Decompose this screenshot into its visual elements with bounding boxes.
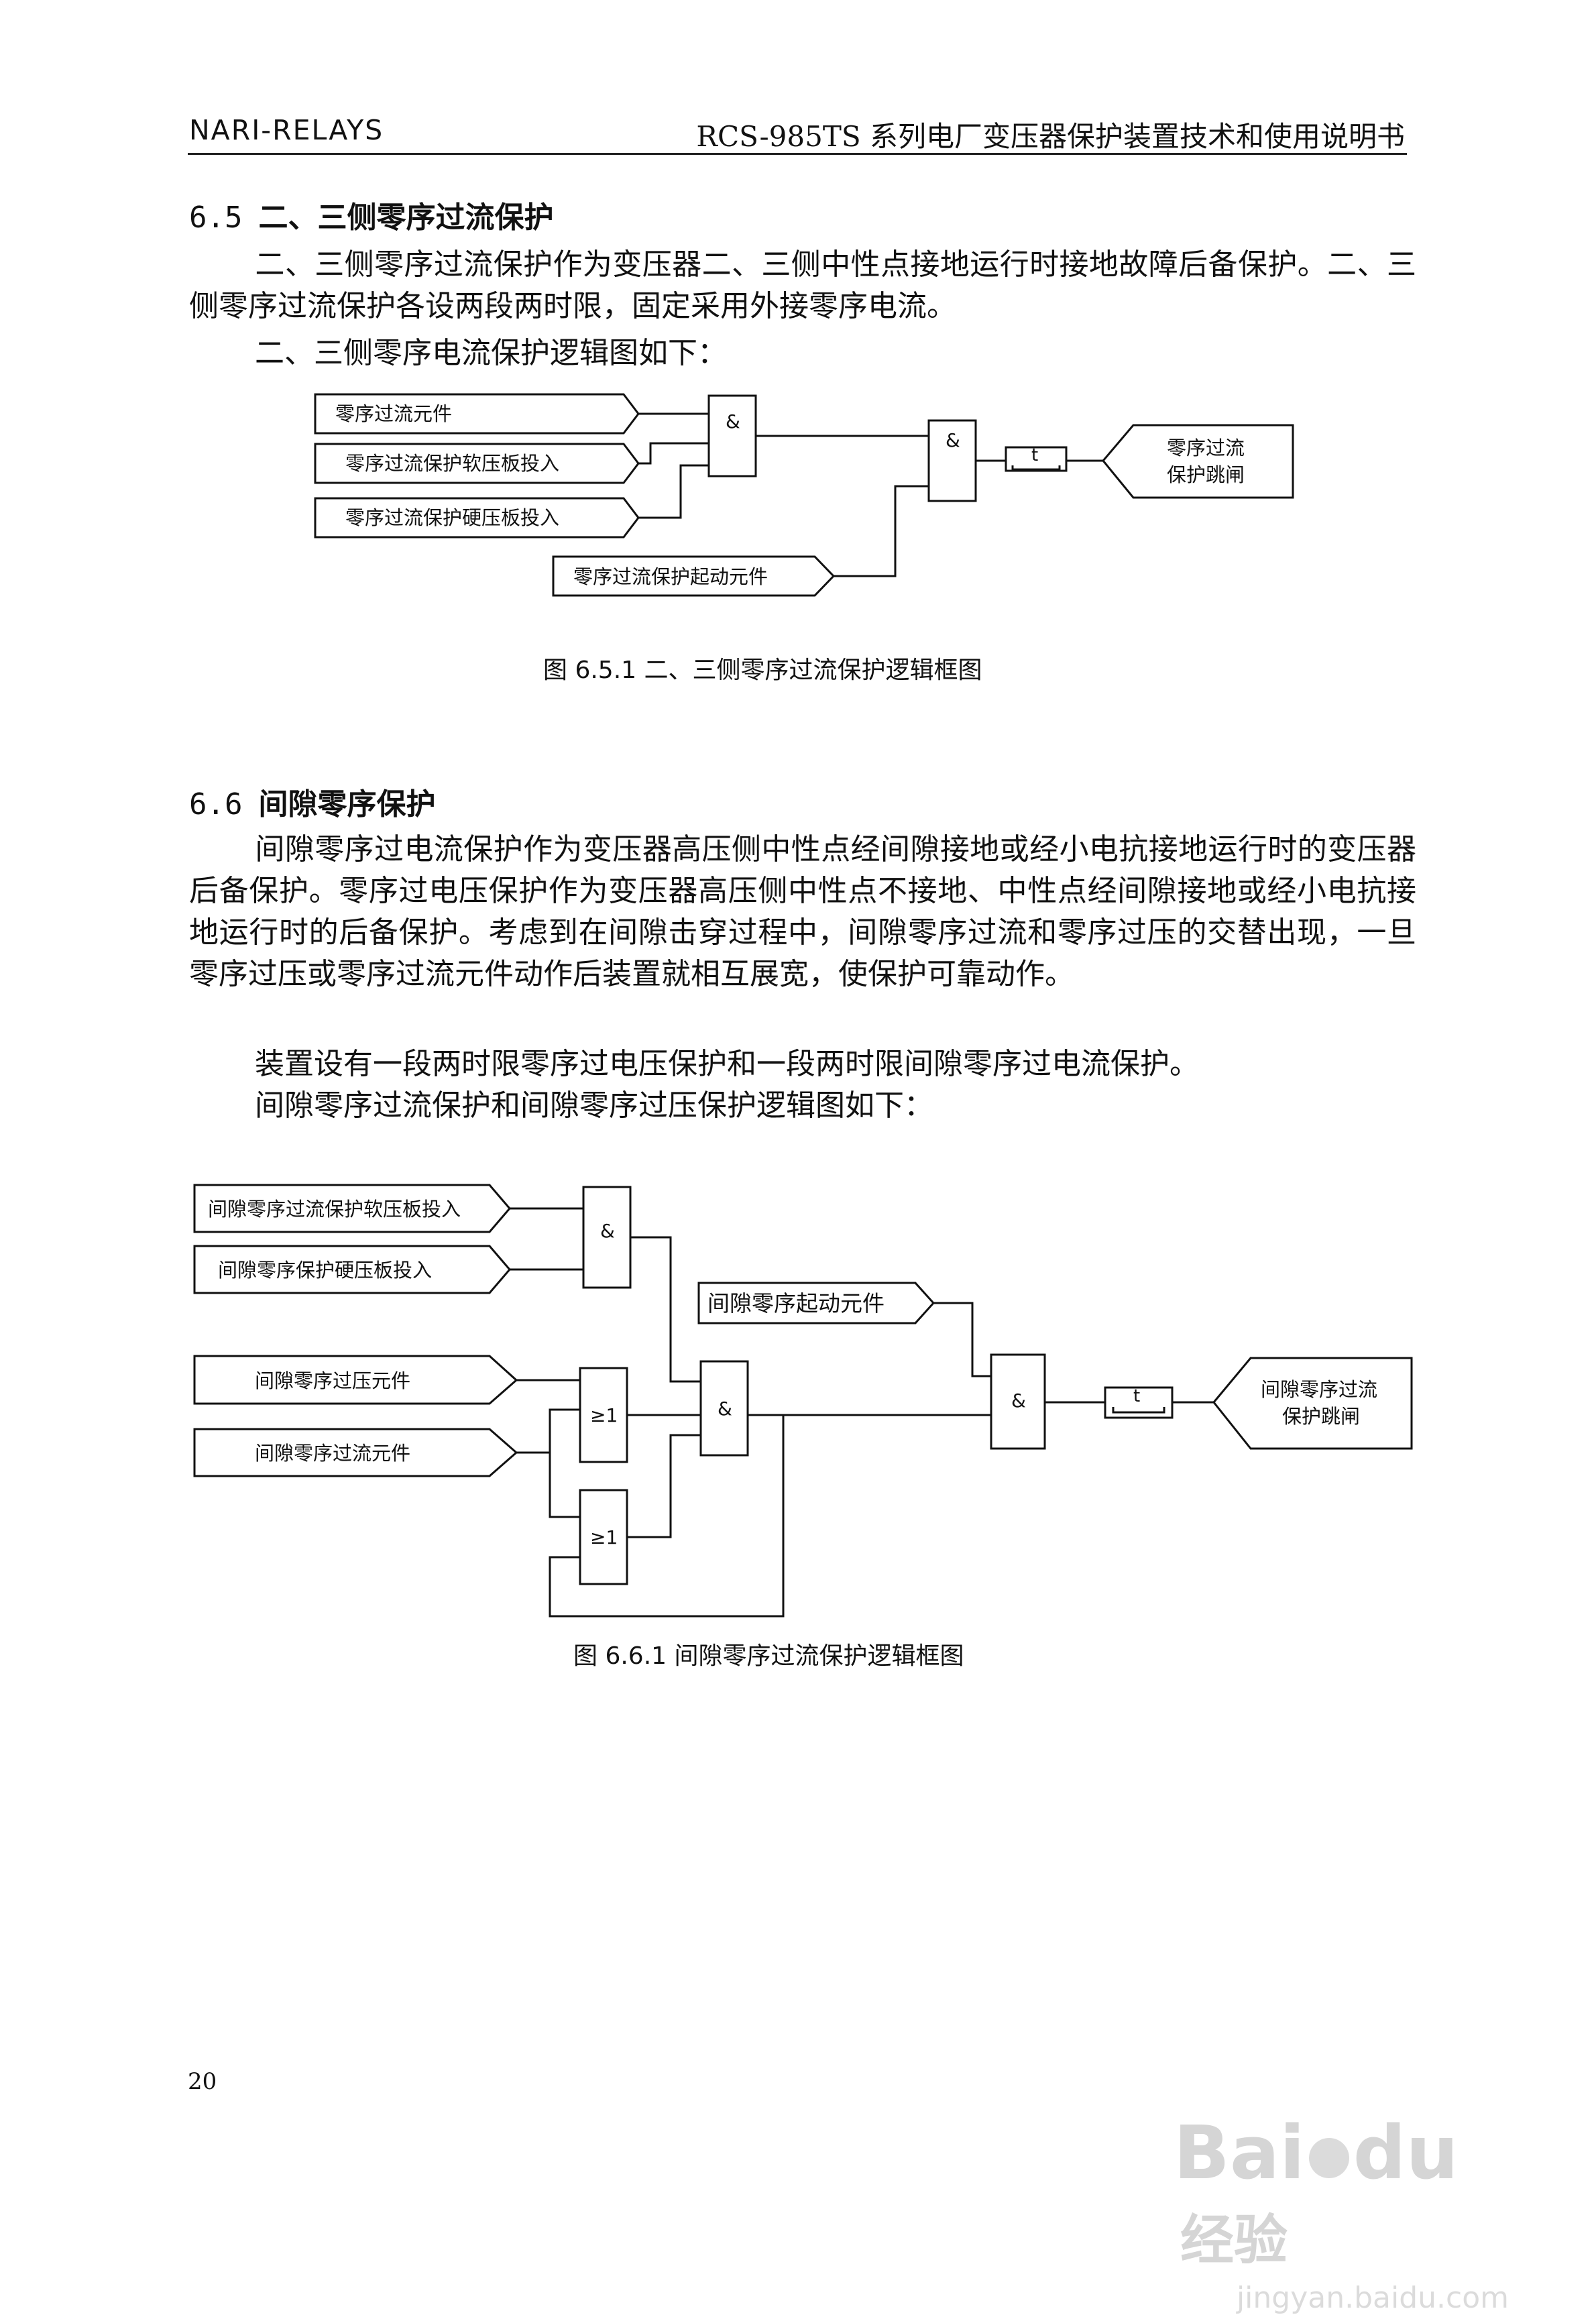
paragraph-text: 间隙零序过流保护和间隙零序过压保护逻辑图如下： <box>255 1088 933 1123</box>
watermark-brand2: du <box>1353 2110 1459 2196</box>
paragraph-text: 二、三侧零序电流保护逻辑图如下： <box>255 336 727 370</box>
gate-label: & <box>600 1220 615 1242</box>
paragraph: 间隙零序过电流保护作为变压器高压侧中性点经间隙接地或经小电抗接地运行时的变压器后… <box>189 829 1416 995</box>
page-number: 20 <box>188 2068 217 2095</box>
paragraph-text: 装置设有一段两时限零序过电压保护和一段两时限间隙零序过电流保护。 <box>255 1047 1199 1081</box>
input-label: 间隙零序起动元件 <box>707 1290 885 1316</box>
watermark-url: jingyan.baidu.com <box>1236 2281 1509 2315</box>
timer-label: t <box>1133 1386 1140 1406</box>
input-label: 间隙零序过流保护软压板投入 <box>208 1198 461 1221</box>
input-arrow-box <box>552 555 836 597</box>
input-arrow-box <box>314 497 640 539</box>
output-arrow-box <box>1212 1357 1413 1450</box>
input-label: 间隙零序过流元件 <box>255 1442 410 1465</box>
paw-icon <box>1308 2137 1349 2178</box>
timer-block <box>1005 446 1068 472</box>
input-arrow-box <box>193 1184 511 1233</box>
section-heading-6-6: 6.6 间隙零序保护 <box>189 780 435 823</box>
output-arrow-box <box>1102 424 1294 499</box>
section-title: 间隙零序保护 <box>258 787 436 822</box>
input-label: 零序过流保护硬压板投入 <box>345 506 559 529</box>
header-left-brand: NARI-RELAYS <box>189 114 384 146</box>
input-arrow-box <box>314 393 640 435</box>
paragraph-text: 二、三侧零序过流保护作为变压器二、三侧中性点接地运行时接地故障后备保护。二、三侧… <box>189 247 1416 323</box>
output-label: 间隙零序过流 <box>1261 1378 1377 1401</box>
and-gate <box>707 394 757 477</box>
gate-label: & <box>946 429 960 451</box>
output-label: 保护跳闸 <box>1282 1405 1360 1428</box>
section-number: 6.5 <box>189 201 243 235</box>
input-label: 零序过流保护软压板投入 <box>345 452 559 475</box>
paragraph: 二、三侧零序过流保护作为变压器二、三侧中性点接地运行时接地故障后备保护。二、三侧… <box>189 244 1416 327</box>
input-label: 零序过流保护起动元件 <box>573 565 768 588</box>
gate-label: & <box>1011 1390 1026 1412</box>
gate-label: & <box>718 1398 732 1420</box>
input-arrow-box <box>697 1282 935 1324</box>
section-number: 6.6 <box>189 787 243 822</box>
timer-label: t <box>1031 445 1038 465</box>
header-rule <box>188 153 1407 155</box>
input-arrow-box <box>193 1355 518 1405</box>
input-arrow-box <box>193 1245 511 1294</box>
figure-caption: 图 6.6.1 间隙零序过流保护逻辑框图 <box>573 1642 964 1670</box>
input-arrow-box <box>193 1428 518 1477</box>
paragraph-text: 间隙零序过电流保护作为变压器高压侧中性点经间隙接地或经小电抗接地运行时的变压器后… <box>189 832 1416 991</box>
figure-caption: 图 6.5.1 二、三侧零序过流保护逻辑框图 <box>543 657 982 684</box>
gate-label: ≥1 <box>590 1526 618 1548</box>
output-label: 零序过流 <box>1167 437 1245 459</box>
section-heading-6-5: 6.5 二、三侧零序过流保护 <box>189 193 553 236</box>
input-label: 间隙零序过压元件 <box>255 1369 410 1392</box>
gate-label: ≥1 <box>590 1404 618 1426</box>
header-document-title: RCS-985TS 系列电厂变压器保护装置技术和使用说明书 <box>696 120 1405 153</box>
watermark-suffix: 经验 <box>1180 2209 1288 2271</box>
and-gate <box>699 1360 749 1457</box>
output-label: 保护跳闸 <box>1167 463 1245 486</box>
input-arrow-box <box>314 443 640 484</box>
gate-label: & <box>726 410 740 433</box>
input-label: 间隙零序保护硬压板投入 <box>218 1259 432 1282</box>
section-title: 二、三侧零序过流保护 <box>258 201 554 235</box>
input-label: 零序过流元件 <box>335 402 452 425</box>
watermark-brand: Bai <box>1174 2110 1305 2196</box>
logic-diagram-6-5-1: 零序过流元件 零序过流保护软压板投入 零序过流保护硬压板投入 零序过流保护起动元… <box>193 393 1413 1618</box>
